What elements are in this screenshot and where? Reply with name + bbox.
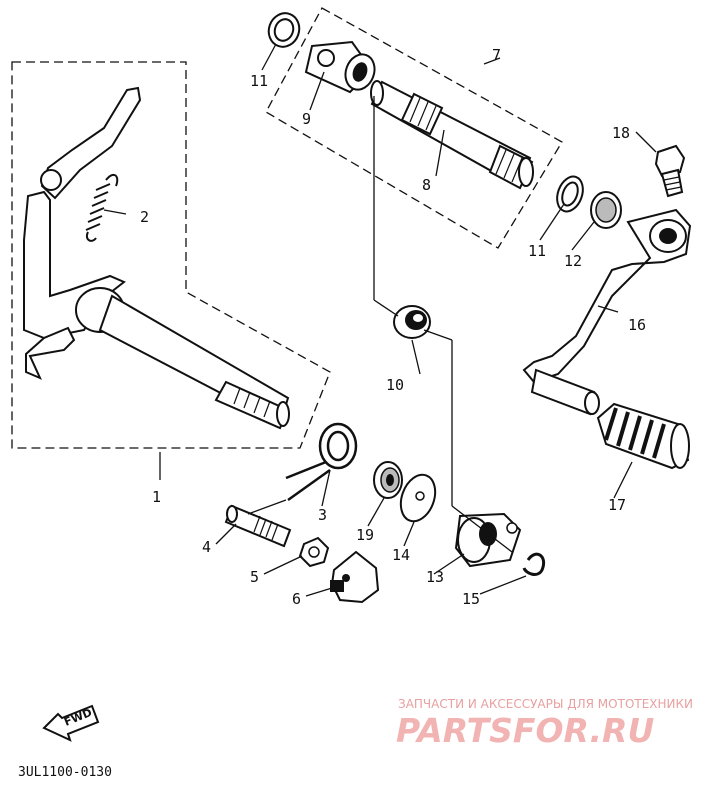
callout-7: 7 (492, 46, 501, 64)
spring-part-2 (85, 173, 119, 242)
watermark-tagline: ЗАПЧАСТИ И АКСЕССУАРЫ ДЛЯ МОТОТЕХНИКИ (398, 697, 693, 711)
callout-11-top: 11 (250, 72, 268, 90)
group-7-boundary (265, 7, 563, 249)
fwd-arrow-icon: FWD (42, 704, 100, 742)
kick-grip-part-17 (596, 402, 690, 470)
collar-part-10 (393, 305, 431, 339)
callout-14: 14 (392, 546, 410, 564)
callout-13: 13 (426, 568, 444, 586)
callout-10: 10 (386, 376, 404, 394)
kick-shaft-part-8 (370, 80, 534, 190)
washer-part-11-lower (556, 175, 584, 213)
bearing-part-19 (373, 461, 403, 499)
callout-12: 12 (564, 252, 582, 270)
washer-part-14 (399, 473, 437, 523)
callout-6: 6 (292, 590, 301, 608)
bushing-part-9 (304, 40, 376, 94)
callout-9: 9 (302, 110, 311, 128)
torsion-spring-part-3 (285, 422, 358, 502)
callout-19: 19 (356, 526, 374, 544)
nut-part-5 (298, 536, 330, 568)
callout-3: 3 (318, 506, 327, 524)
callout-5: 5 (250, 568, 259, 586)
ratchet-part-13 (454, 512, 522, 568)
plate-part-6 (330, 550, 380, 604)
callout-15: 15 (462, 590, 480, 608)
washer-part-11-top (267, 12, 301, 48)
oil-seal-part-12 (590, 191, 622, 229)
callout-4: 4 (202, 538, 211, 556)
callout-2: 2 (140, 208, 149, 226)
circlip-part-15 (522, 552, 545, 576)
callout-17: 17 (608, 496, 626, 514)
callout-11-lower: 11 (528, 242, 546, 260)
callout-18: 18 (612, 124, 630, 142)
callout-labels: 1 2 3 4 5 6 7 8 9 10 11 11 12 13 14 15 1… (140, 46, 646, 608)
pin-part-4 (224, 504, 292, 548)
callout-8: 8 (422, 176, 431, 194)
callout-16: 16 (628, 316, 646, 334)
group-1-boundary (11, 61, 331, 449)
kick-crank-part-16 (522, 208, 692, 416)
leader-lines (103, 43, 657, 597)
watermark-logo: PARTSFOR.RU (396, 711, 654, 750)
shift-shaft-assembly (23, 86, 290, 430)
bolt-part-18 (654, 144, 686, 198)
part-code: 3UL1100-0130 (18, 765, 112, 780)
callout-1: 1 (152, 488, 161, 506)
